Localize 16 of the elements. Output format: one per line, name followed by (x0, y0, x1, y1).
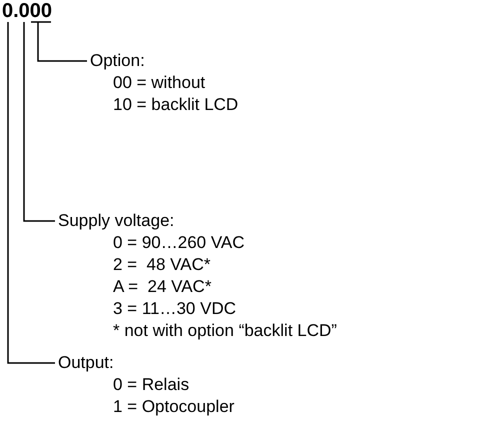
code-option-text: 2 = 48 VAC* (113, 254, 212, 276)
code-option-text: 1 = Optocoupler (113, 396, 234, 418)
leader-line (7, 22, 55, 364)
code-option-text: 10 = backlit LCD (113, 94, 238, 116)
code-option-text: * not with option “backlit LCD” (113, 320, 337, 342)
code-option-text: 3 = 11…30 VDC (113, 298, 238, 320)
field-heading: Option: (90, 50, 146, 72)
code-option-text: 00 = without (113, 72, 206, 94)
code-option-text: A = 24 VAC* (113, 276, 212, 298)
code-option-text: 0 = Relais (113, 374, 190, 396)
code-option-text: 0 = 90…260 VAC (113, 232, 246, 254)
field-heading: Supply voltage: (58, 210, 176, 232)
leader-line (23, 22, 55, 222)
leader-line (30, 21, 88, 62)
order-code-text: 0.000 (2, 0, 52, 22)
field-heading: Output: (58, 352, 115, 374)
